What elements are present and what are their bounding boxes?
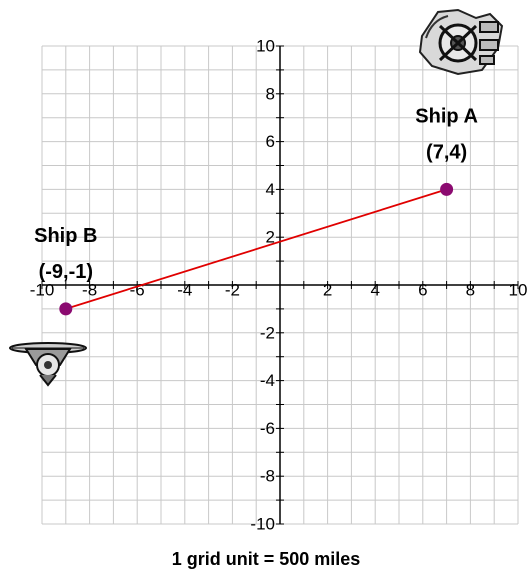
ship-b-coord-label: (-9,-1) [39,261,93,283]
scale-caption: 1 grid unit = 500 miles [171,549,361,569]
y-tick-label: -2 [260,323,275,342]
y-tick-label: -8 [260,467,275,486]
ship-a-point [440,182,454,196]
y-tick-label: -10 [250,514,275,533]
y-tick-label: 10 [256,36,275,55]
y-tick-label: 8 [266,84,275,103]
x-tick-label: 4 [370,280,379,299]
y-tick-label: 2 [266,228,275,247]
x-tick-label: 8 [466,280,475,299]
distance-segment [65,188,447,310]
x-tick-label: 6 [418,280,427,299]
tick-labels: -10 -8 -6 -4 -2 2 4 6 8 10 10 8 6 4 2 -2 -4 -6 -8 -10 [30,36,528,533]
x-tick-label: 2 [323,280,332,299]
y-tick-label: -6 [260,419,275,438]
axes [41,45,519,525]
ship-b-icon [9,342,87,387]
points: Ship A (7,4) Ship B (-9,-1) [34,106,478,316]
x-tick-label: -8 [82,280,97,299]
y-tick-label: 6 [266,132,275,151]
ship-a-name: Ship A [415,106,478,128]
y-tick-label: 4 [266,180,275,199]
x-tick-label: 10 [509,280,528,299]
ship-a-coord-label: (7,4) [426,142,467,164]
x-tick-label: -10 [30,280,55,299]
y-tick-label: -4 [260,371,275,390]
x-tick-label: -4 [177,280,192,299]
ship-b-name: Ship B [34,225,97,247]
ship-b-point [59,302,73,316]
ship-a-icon [418,8,504,76]
x-tick-label: -6 [130,280,145,299]
x-tick-label: -2 [225,280,240,299]
